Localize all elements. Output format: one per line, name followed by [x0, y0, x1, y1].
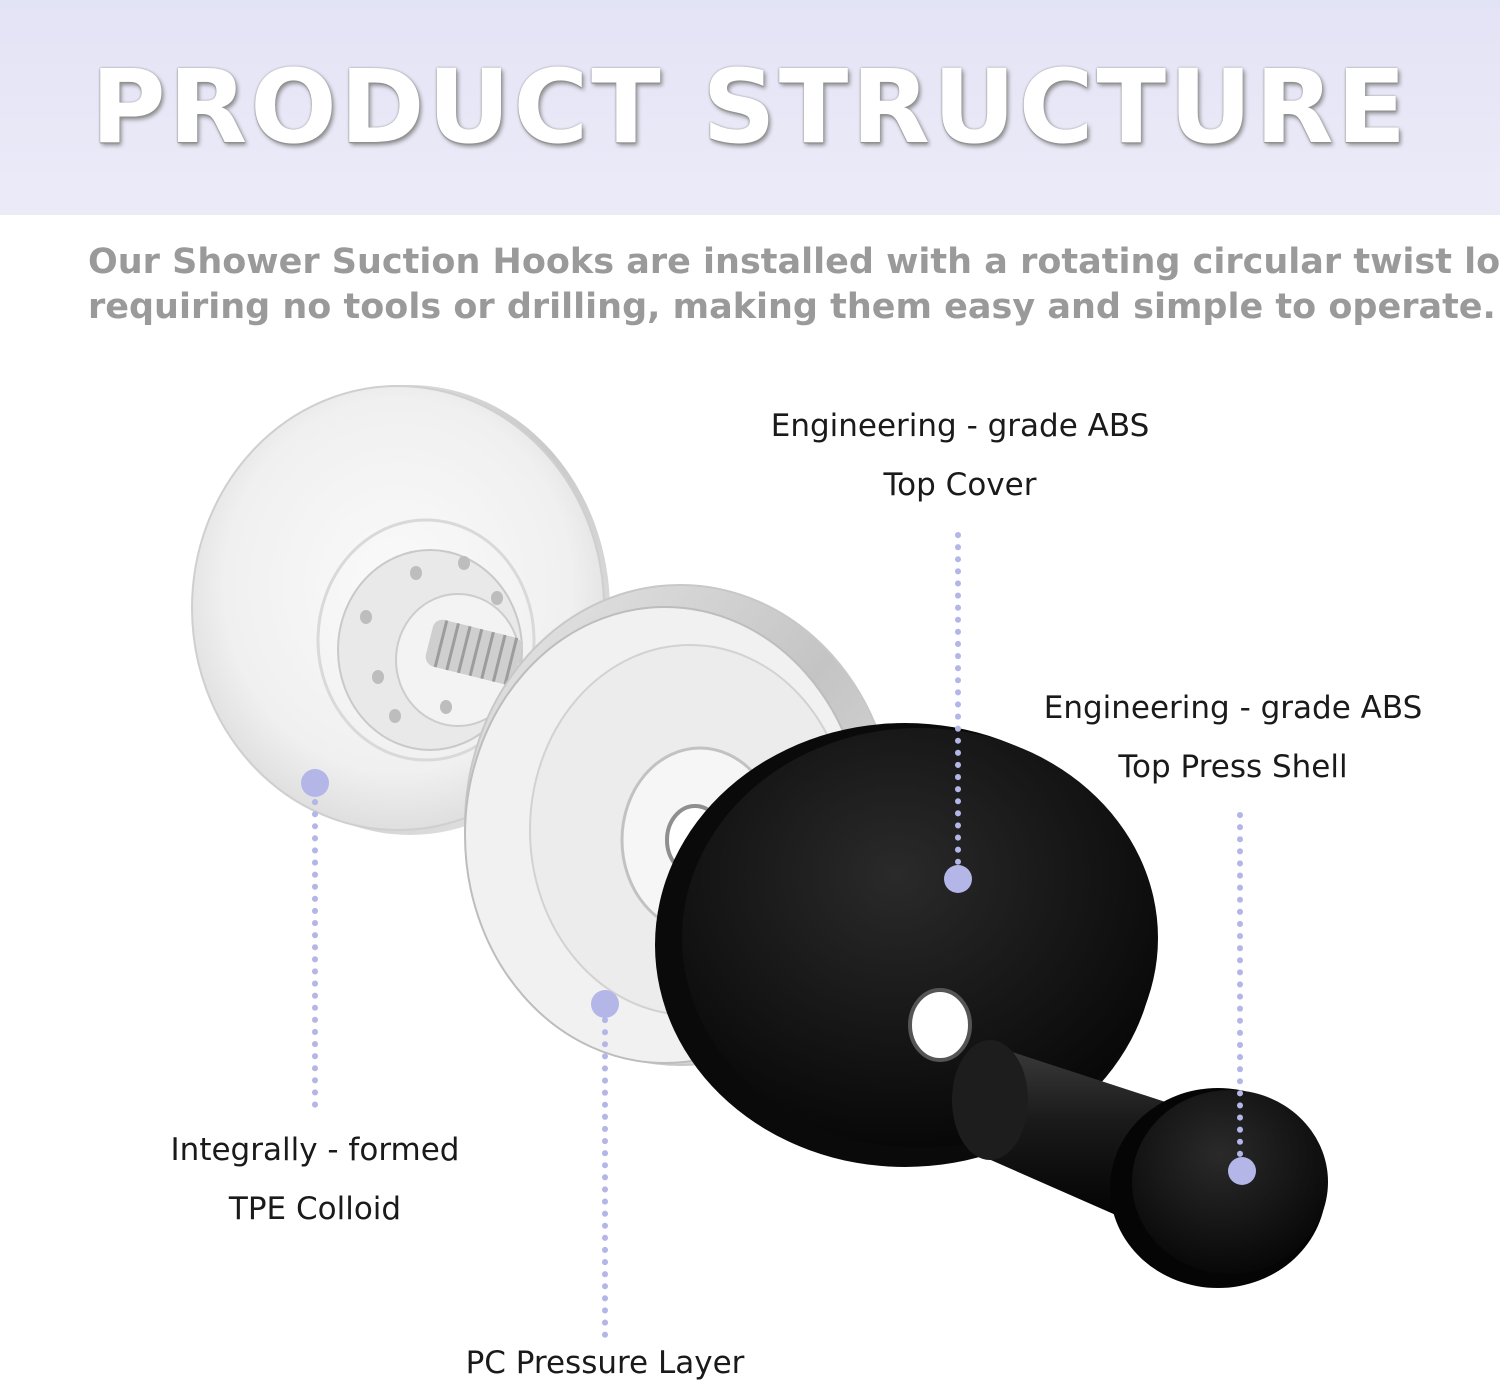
callout-top-cover-line2: Top Cover [883, 467, 1037, 503]
callout-dot-tpe [301, 769, 329, 797]
callout-top-cover-line1: Engineering - grade ABS [770, 408, 1150, 444]
callout-press-shell-line1: Engineering - grade ABS [1043, 690, 1423, 726]
callout-pc-layer: PC Pressure Layer [430, 1339, 780, 1387]
callout-tpe-line2: TPE Colloid [228, 1191, 402, 1227]
callout-press-shell-line2: Top Press Shell [1118, 749, 1348, 785]
black-top-cover [655, 723, 1158, 1167]
intro-line-1: Our Shower Suction Hooks are installed w… [88, 242, 1500, 282]
callout-pc-layer-line1: PC Pressure Layer [465, 1345, 745, 1381]
callout-tpe-line1: Integrally - formed [170, 1132, 460, 1168]
threaded-stud [425, 619, 523, 685]
callout-top-cover: Engineering - grade ABS Top Cover [740, 397, 1180, 515]
page-title: PRODUCT STRUCTURE [90, 48, 1410, 167]
callout-press-shell: Engineering - grade ABS Top Press Shell [1020, 679, 1446, 797]
callout-dot-press-shell [1228, 1157, 1256, 1185]
hook-cap [1110, 1088, 1328, 1288]
intro-text: Our Shower Suction Hooks are installed w… [88, 240, 1500, 330]
intro-line-2: requiring no tools or drilling, making t… [88, 287, 1496, 327]
callout-dot-top-cover [944, 865, 972, 893]
callout-dot-pc [591, 990, 619, 1018]
callout-tpe: Integrally - formed TPE Colloid [140, 1121, 490, 1239]
header-banner: PRODUCT STRUCTURE [0, 0, 1500, 215]
